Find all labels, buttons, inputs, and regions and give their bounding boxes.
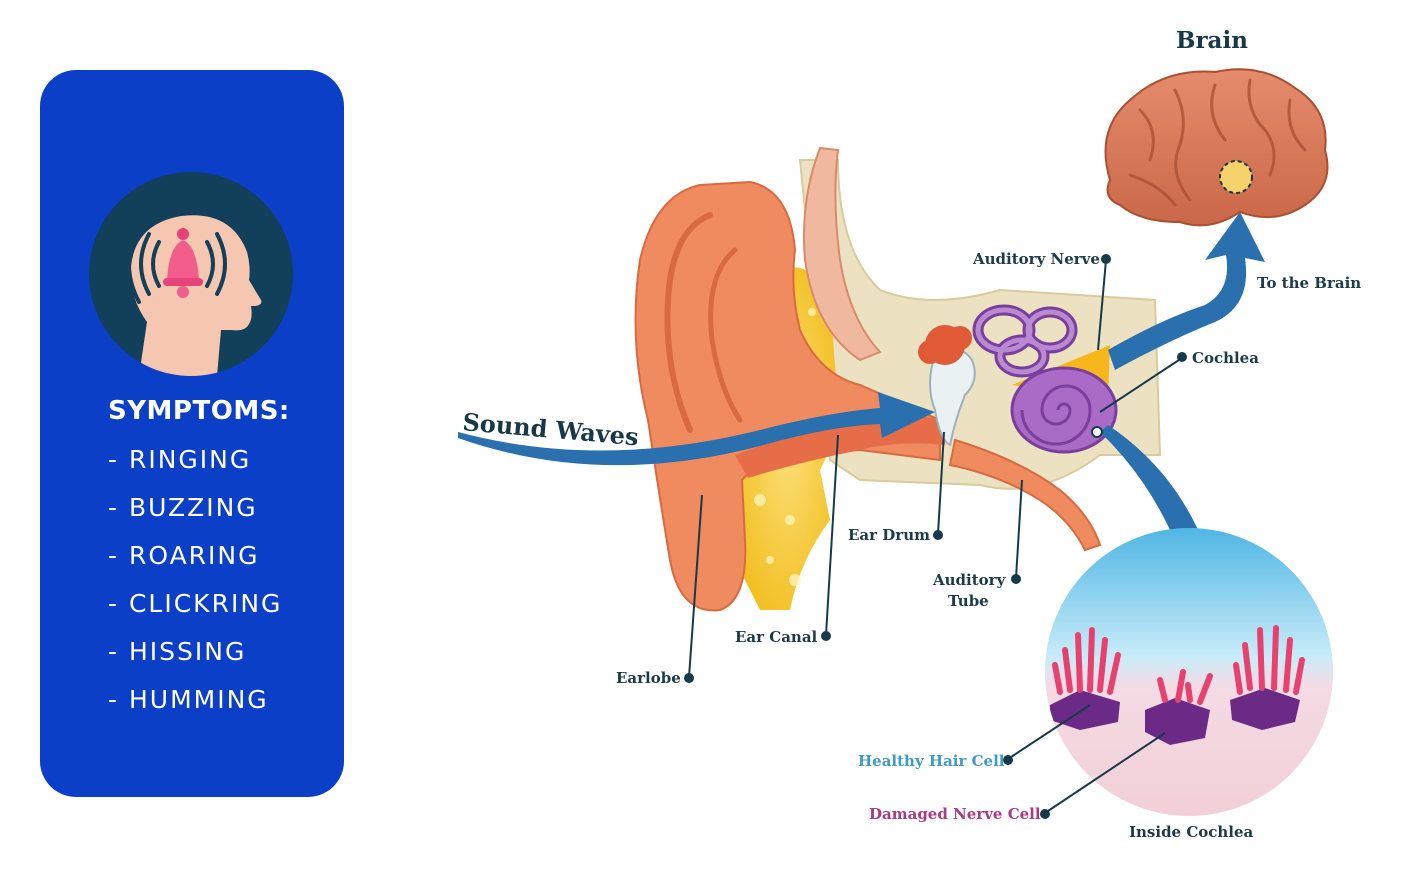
- ear-drum-label: Ear Drum: [848, 526, 930, 544]
- symptom-item: - CLICKRING: [108, 589, 283, 618]
- leader-lines: [684, 254, 1187, 819]
- auditory-tube: [948, 438, 1102, 552]
- earlobe-label: Earlobe: [616, 669, 681, 687]
- inside-cochlea-bubble: [1045, 528, 1333, 816]
- symptoms-list: - RINGING - BUZZING - ROARING - CLICKRIN…: [108, 442, 282, 730]
- brain-label: Brain: [1176, 27, 1248, 54]
- sound-waves-arrow: [458, 392, 935, 466]
- symptom-item: - ROARING: [108, 541, 260, 570]
- symptom-item: - BUZZING: [108, 493, 258, 522]
- cochlea: [1010, 366, 1118, 454]
- bell-icon: [163, 228, 203, 298]
- auditory-tube-label-line2: Tube: [948, 592, 989, 610]
- symptom-item: - HUMMING: [108, 685, 269, 714]
- auditory-nerve-label: Auditory Nerve: [972, 250, 1100, 268]
- symptoms-title: SYMPTOMS:: [108, 396, 290, 426]
- symptoms-panel: SYMPTOMS: - RINGING - BUZZING - ROARING …: [40, 70, 344, 797]
- brain-illustration: [1104, 68, 1329, 227]
- healthy-hair-cell-label: Healthy Hair Cell: [858, 752, 1005, 770]
- skin-layer: [803, 146, 882, 362]
- ear-drum: [929, 347, 976, 447]
- to-the-brain-label: To the Brain: [1257, 274, 1361, 292]
- cochlea-label: Cochlea: [1192, 349, 1259, 367]
- tinnitus-head-icon: [89, 172, 293, 376]
- ear-canal-label: Ear Canal: [735, 628, 818, 646]
- symptom-item: - RINGING: [108, 445, 252, 474]
- damaged-nerve-cell-label: Damaged Nerve Cell: [869, 805, 1041, 823]
- to-brain-arrow: [1108, 212, 1265, 370]
- auditory-tube-label-line1: Auditory: [932, 571, 1007, 589]
- symptom-item: - HISSING: [108, 637, 247, 666]
- inside-cochlea-label: Inside Cochlea: [1129, 823, 1254, 841]
